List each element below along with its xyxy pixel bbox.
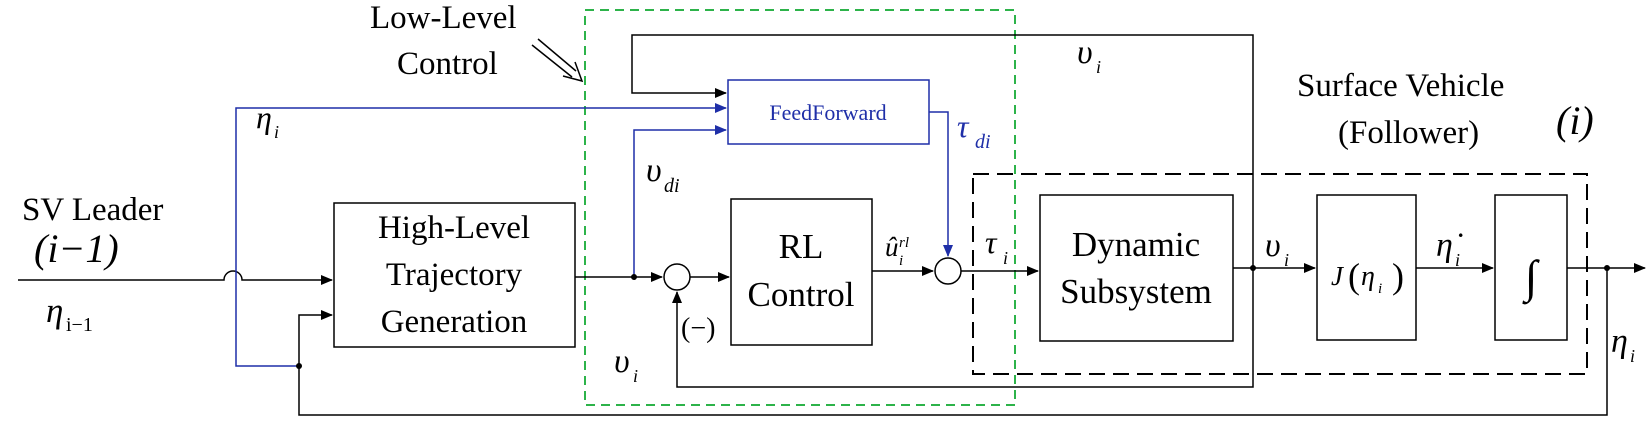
rl-block-line1: RL: [779, 227, 824, 266]
trajectory-generation-block: [333, 202, 576, 348]
eta-i-subscript-right: i: [1630, 346, 1635, 366]
rl-control-block: [730, 198, 873, 346]
integral-symbol: ∫: [1522, 251, 1540, 305]
jacobian-eta-subscript: i: [1378, 281, 1382, 297]
trajectory-block-line3: Generation: [381, 304, 528, 340]
tau-di-symbol: τ: [957, 108, 970, 144]
summing-junction-1: [663, 263, 691, 291]
eta-prev-symbol: η: [46, 291, 63, 330]
follower-index-label: (i): [1556, 98, 1594, 143]
low-level-label-line2: Control: [397, 46, 498, 82]
black-signal-lines: [18, 34, 1646, 416]
feedforward-block: [727, 79, 930, 145]
blue-signal-lines: [235, 103, 953, 367]
rl-block-line2: Control: [748, 275, 855, 314]
nu-i-subscript-top: i: [1096, 57, 1101, 77]
nu-di-symbol: υ: [646, 152, 662, 189]
minus-sign-label: (−): [681, 313, 715, 344]
dynamic-subsystem-block: [1039, 194, 1234, 342]
jacobian-block: [1316, 194, 1417, 341]
jacobian-paren-open: (: [1348, 256, 1360, 296]
nu-i-symbol-bottom: υ: [614, 343, 630, 380]
low-level-control-region: [584, 9, 1016, 406]
low-level-callout-arrow: [531, 38, 584, 83]
jacobian-paren-close: ): [1392, 256, 1404, 296]
eta-i-subscript-top: i: [274, 122, 279, 142]
surface-vehicle-label-line1: Surface Vehicle: [1297, 68, 1504, 104]
eta-i-symbol-right: η: [1611, 323, 1628, 360]
nu-i-symbol-right: υ: [1265, 227, 1281, 264]
nu-i-subscript-bottom: i: [633, 366, 638, 386]
summing-junction-2: [934, 257, 962, 285]
feedforward-block-label: FeedForward: [769, 100, 886, 125]
nu-di-subscript: di: [664, 175, 680, 197]
surface-vehicle-region: [972, 173, 1588, 375]
sv-leader-label: SV Leader: [22, 192, 163, 228]
jacobian-eta-symbol: η: [1361, 261, 1375, 292]
trajectory-block-line1: High-Level: [378, 210, 530, 246]
junction-dots: [296, 265, 1610, 369]
surface-vehicle-label-line2: (Follower): [1338, 115, 1479, 151]
low-level-label-line1: Low-Level: [370, 0, 517, 36]
eta-prev-subscript: i−1: [66, 314, 93, 336]
jacobian-J-symbol: J: [1331, 261, 1345, 291]
u-hat-superscript: rl: [899, 235, 909, 251]
eta-i-symbol-top: η: [256, 99, 272, 135]
tau-i-symbol: τ: [985, 224, 998, 260]
nu-i-subscript-right: i: [1284, 250, 1289, 270]
leader-index-label: (i−1): [34, 226, 119, 271]
u-hat-subscript: i: [899, 253, 903, 269]
tau-i-subscript: i: [1003, 248, 1008, 268]
nu-i-symbol-top: υ: [1077, 34, 1093, 71]
dynamic-block-line2: Subsystem: [1060, 272, 1212, 311]
trajectory-block-line2: Trajectory: [386, 257, 523, 293]
tau-di-subscript: di: [975, 131, 991, 153]
dynamic-block-line1: Dynamic: [1072, 225, 1200, 264]
u-hat-symbol: û: [885, 232, 899, 262]
eta-dot-subscript: i: [1455, 250, 1460, 270]
